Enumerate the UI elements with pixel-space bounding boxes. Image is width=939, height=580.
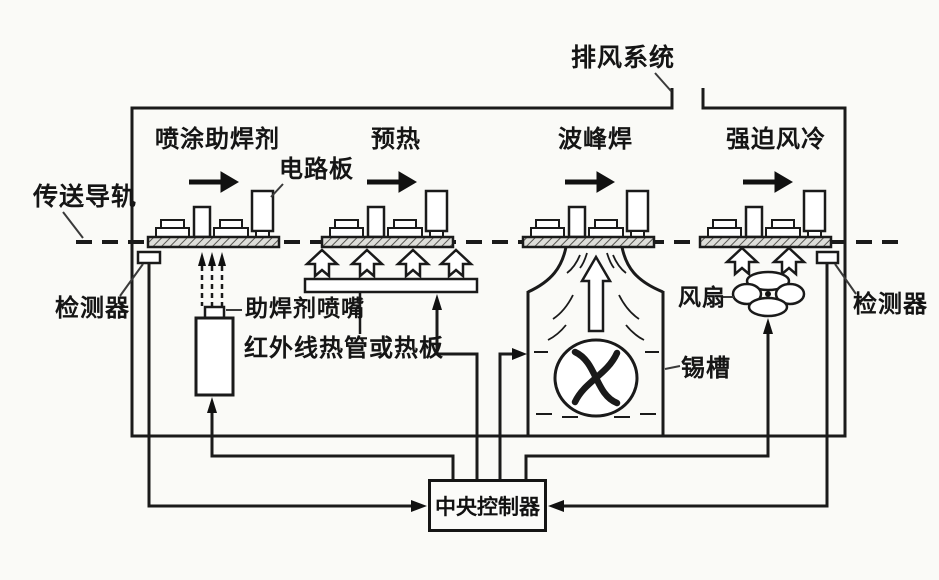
- solder-surface-dashes: [534, 351, 659, 418]
- solder-pot: [526, 246, 665, 436]
- pcb-board-wave: [521, 189, 656, 249]
- infrared-heater-label: 红外线热管或热板: [244, 334, 444, 362]
- section-label-flux-spray: 喷涂助焊剂: [155, 125, 280, 153]
- exhaust-leader: [654, 72, 672, 92]
- wave-up-arrow: [579, 254, 613, 333]
- central-controller-box: 中央控制器: [428, 479, 547, 532]
- conveyor-rail-label: 传送导轨: [33, 182, 138, 211]
- central-controller-label: 中央控制器: [435, 494, 540, 519]
- line-controller-to-heater: [435, 308, 479, 479]
- conveyor-rail-leader: [62, 211, 84, 239]
- solder-flow-streamlines: [547, 252, 645, 341]
- flux-sprayer: [194, 252, 235, 397]
- control-lines: [147, 263, 829, 512]
- pcb-board-flux: [146, 189, 281, 249]
- detector-right-sensor: [815, 250, 840, 265]
- heater-plate: [303, 277, 479, 294]
- detector-left-label: 检测器: [55, 294, 130, 322]
- flux-nozzle-label: 助焊剂喷嘴: [245, 296, 365, 322]
- pcb-board-cooling: [698, 189, 833, 249]
- section-label-cooling: 强迫风冷: [726, 125, 826, 153]
- line-detector-right-to-controller: [564, 263, 829, 508]
- detector-left-sensor: [136, 250, 162, 265]
- label-leaders: [62, 72, 857, 370]
- pump-impeller: [553, 338, 639, 418]
- exhaust-system-label: 排风系统: [571, 43, 676, 72]
- machine-enclosure: [130, 88, 847, 438]
- line-controller-to-sprayer: [210, 411, 455, 479]
- fan-label: 风扇: [678, 285, 726, 311]
- cooling-air-arrows: [723, 246, 808, 277]
- cooling-fan: [731, 270, 806, 318]
- preheat-zone: [303, 248, 479, 334]
- circuit-board-leader: [270, 183, 284, 198]
- solder-wave-left: [527, 246, 568, 294]
- solder-wave-right: [620, 246, 664, 294]
- line-controller-to-pot: [498, 352, 513, 479]
- flux-nozzle-tip: [203, 305, 226, 320]
- flux-tank: [194, 316, 235, 397]
- circuit-board-label: 电路板: [279, 155, 354, 183]
- detector-left-leader: [119, 263, 144, 297]
- flux-spray-jets: [198, 252, 226, 306]
- line-controller-to-fan: [524, 333, 770, 479]
- solder-pot-leader: [664, 365, 681, 370]
- flow-direction-arrows: [189, 171, 793, 193]
- line-detector-left-to-controller: [147, 263, 411, 508]
- cooling-zone: [723, 246, 808, 318]
- detector-right-label: 检测器: [853, 290, 928, 318]
- solder-pot-label: 锡槽: [681, 354, 731, 382]
- section-label-wave-solder: 波峰焊: [558, 125, 633, 153]
- detector-right-leader: [834, 263, 857, 295]
- pcb-board-preheat: [320, 189, 455, 249]
- section-label-preheat: 预热: [371, 125, 421, 153]
- preheat-air-arrows: [303, 248, 475, 279]
